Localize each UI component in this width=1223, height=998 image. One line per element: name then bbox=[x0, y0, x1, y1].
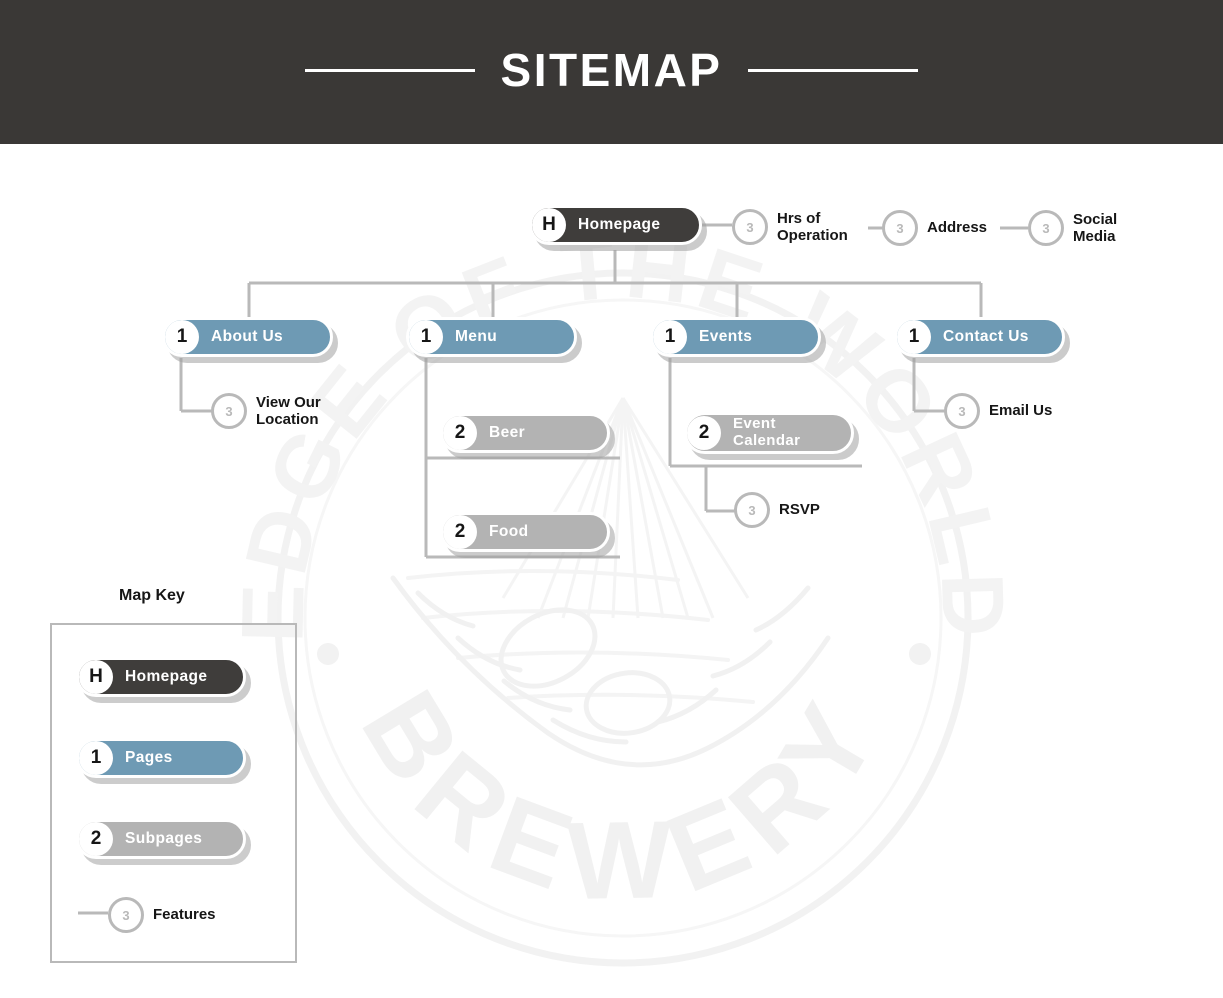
map-key-badge: 2 bbox=[79, 822, 113, 856]
node-label: About Us bbox=[211, 328, 284, 346]
svg-text:BREWERY: BREWERY bbox=[338, 671, 907, 923]
node-label: Menu bbox=[455, 328, 498, 346]
node-contact-us[interactable]: 1 Contact Us bbox=[894, 317, 1065, 357]
node-label: Contact Us bbox=[943, 328, 1029, 346]
feature-address[interactable]: 3 Address bbox=[882, 210, 987, 246]
node-homepage[interactable]: H Homepage bbox=[529, 205, 702, 245]
feature-rsvp[interactable]: 3 RSVP bbox=[734, 492, 820, 528]
header-rule-left bbox=[304, 68, 475, 72]
feature-label: Address bbox=[927, 219, 988, 237]
feature-badge: 3 bbox=[944, 393, 980, 429]
node-badge: 1 bbox=[897, 320, 931, 354]
brewery-logo-watermark: EDGE OF THE WORLD BREWERY bbox=[222, 217, 1023, 967]
map-key-label: Features bbox=[153, 906, 216, 924]
map-key-label: Homepage bbox=[125, 668, 208, 686]
map-key-badge: H bbox=[79, 660, 113, 694]
node-badge: H bbox=[532, 208, 566, 242]
feature-hrs-of-operation[interactable]: 3 Hrs of Operation bbox=[732, 209, 848, 245]
node-about-us[interactable]: 1 About Us bbox=[162, 317, 333, 357]
map-key-item-homepage[interactable]: H Homepage bbox=[76, 657, 246, 697]
page-header: SITEMAP bbox=[0, 0, 1223, 144]
header-rule-right bbox=[748, 68, 919, 72]
svg-text:EDGE OF THE WORLD: EDGE OF THE WORLD bbox=[222, 217, 1023, 644]
node-badge: 1 bbox=[653, 320, 687, 354]
node-badge: 2 bbox=[687, 416, 721, 450]
feature-social-media[interactable]: 3 Social Media bbox=[1028, 210, 1117, 246]
node-food[interactable]: 2 Food bbox=[440, 512, 610, 552]
map-key-label: Subpages bbox=[125, 830, 203, 848]
feature-label: Social Media bbox=[1073, 210, 1118, 245]
feature-badge: 3 bbox=[732, 209, 768, 245]
node-label: Food bbox=[489, 523, 529, 541]
map-key-box: H Homepage 1 Pages 2 Subpages 3 Features bbox=[50, 623, 297, 963]
node-label: Homepage bbox=[578, 216, 661, 234]
node-badge: 1 bbox=[165, 320, 199, 354]
feature-badge: 3 bbox=[211, 393, 247, 429]
node-badge: 1 bbox=[409, 320, 443, 354]
map-key-label: Pages bbox=[125, 749, 173, 767]
feature-badge: 3 bbox=[1028, 210, 1064, 246]
node-menu[interactable]: 1 Menu bbox=[406, 317, 577, 357]
map-key-item-features[interactable]: 3 Features bbox=[108, 897, 216, 933]
node-badge: 2 bbox=[443, 515, 477, 549]
feature-label: View Our Location bbox=[256, 393, 321, 428]
feature-badge: 3 bbox=[734, 492, 770, 528]
feature-view-our-location[interactable]: 3 View Our Location bbox=[211, 393, 321, 429]
map-key-item-pages[interactable]: 1 Pages bbox=[76, 738, 246, 778]
feature-email-us[interactable]: 3 Email Us bbox=[944, 393, 1052, 429]
node-event-calendar[interactable]: 2 Event Calendar bbox=[684, 412, 854, 454]
node-label: Event Calendar bbox=[733, 415, 801, 449]
node-beer[interactable]: 2 Beer bbox=[440, 413, 610, 453]
feature-label: RSVP bbox=[779, 501, 820, 519]
feature-label: Hrs of Operation bbox=[777, 209, 848, 244]
feature-badge: 3 bbox=[882, 210, 918, 246]
feature-label: Email Us bbox=[989, 402, 1053, 420]
node-events[interactable]: 1 Events bbox=[650, 317, 821, 357]
map-key-badge: 1 bbox=[79, 741, 113, 775]
map-key-title: Map Key bbox=[119, 587, 185, 604]
map-key-item-subpages[interactable]: 2 Subpages bbox=[76, 819, 246, 859]
node-label: Events bbox=[699, 328, 753, 346]
node-label: Beer bbox=[489, 424, 526, 442]
map-key-badge: 3 bbox=[108, 897, 144, 933]
page-title: SITEMAP bbox=[500, 44, 723, 96]
node-badge: 2 bbox=[443, 416, 477, 450]
